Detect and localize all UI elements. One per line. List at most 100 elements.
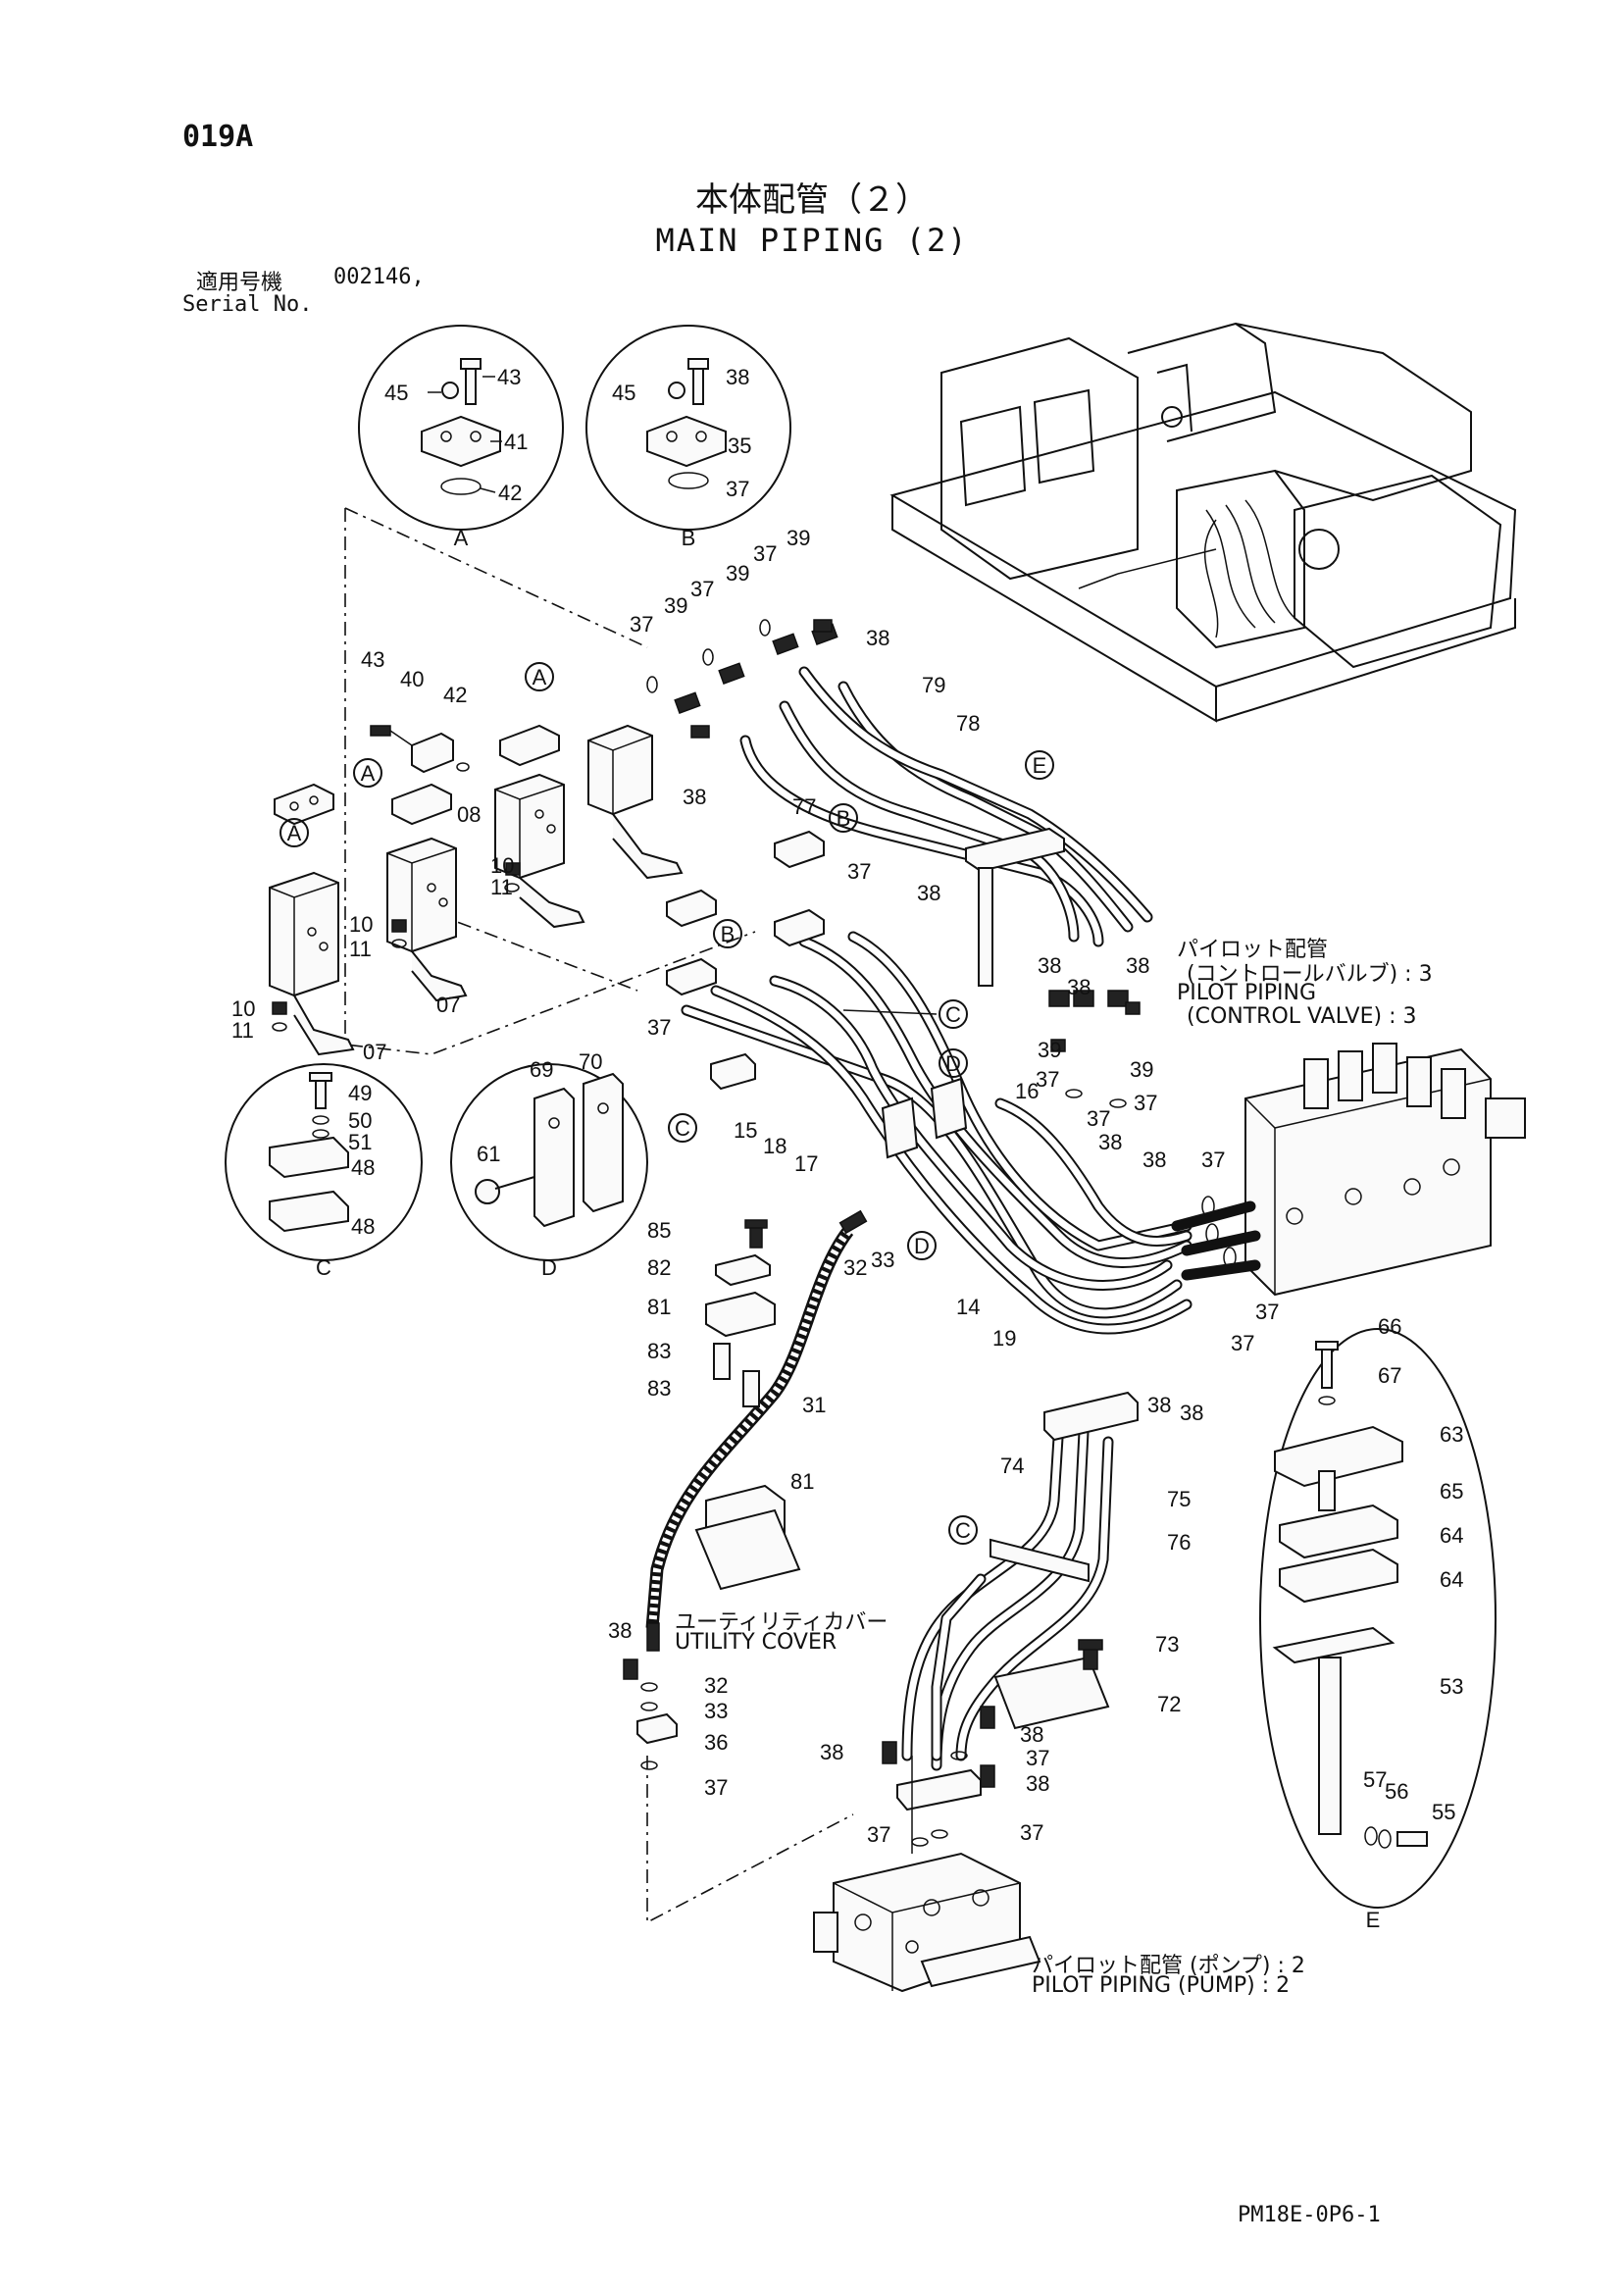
note-pilot-cv-en: PILOT PIPING bbox=[1177, 981, 1316, 1005]
part-number-37-top2: 37 bbox=[690, 577, 714, 601]
part-number-70: 70 bbox=[579, 1049, 602, 1074]
part-number-42: 42 bbox=[498, 481, 522, 505]
part-number-38-cv1: 38 bbox=[1038, 953, 1061, 978]
part-number-42-main: 42 bbox=[443, 683, 467, 707]
detail-label-e: E bbox=[1366, 1908, 1381, 1932]
part-number-38-cv2: 38 bbox=[1067, 975, 1091, 999]
detail-label-d: D bbox=[541, 1255, 557, 1280]
detail-label-c: C bbox=[316, 1255, 331, 1280]
part-number-38-top: 38 bbox=[866, 626, 889, 650]
part-number-37-mid: 37 bbox=[847, 859, 871, 884]
part-number-11: 11 bbox=[231, 1018, 254, 1043]
block-assembly-08: A 08 10 11 bbox=[457, 662, 585, 929]
part-number-15: 15 bbox=[734, 1118, 757, 1143]
part-number-37-b2: 37 bbox=[867, 1822, 890, 1847]
part-number-43: 43 bbox=[497, 365, 521, 389]
part-number-45: 45 bbox=[612, 381, 635, 405]
part-number-37-cv2: 37 bbox=[1087, 1106, 1110, 1131]
part-number-18: 18 bbox=[763, 1134, 787, 1158]
part-number-33-hose: 33 bbox=[871, 1248, 894, 1272]
detail-circle-e: 66 67 63 65 64 64 53 57 56 55 E bbox=[1259, 1314, 1497, 1932]
part-number-81: 81 bbox=[647, 1295, 671, 1319]
part-number-85: 85 bbox=[647, 1218, 671, 1243]
part-number-11c: 11 bbox=[490, 875, 513, 899]
part-number-37: 37 bbox=[726, 477, 749, 501]
part-number-38-top2: 38 bbox=[683, 785, 706, 809]
detail-ref-c-3: C bbox=[955, 1518, 971, 1543]
part-number-48b: 48 bbox=[351, 1214, 375, 1239]
detail-ref-a-3: A bbox=[533, 665, 547, 689]
part-number-81b: 81 bbox=[790, 1469, 814, 1494]
part-number-39-top3: 39 bbox=[787, 526, 810, 550]
part-number-38-cv7: 38 bbox=[1180, 1401, 1203, 1425]
part-number-37-b1: 37 bbox=[1026, 1746, 1049, 1770]
middle-b-tags: B B 37 38 37 bbox=[647, 803, 940, 1040]
part-number-82: 82 bbox=[647, 1255, 671, 1280]
part-number-17: 17 bbox=[794, 1151, 818, 1176]
part-number-63: 63 bbox=[1440, 1422, 1463, 1447]
part-number-67: 67 bbox=[1378, 1363, 1401, 1388]
part-number-37-top1: 37 bbox=[630, 612, 653, 637]
top-fittings: 37 39 37 39 37 39 38 38 bbox=[630, 526, 889, 809]
part-number-49: 49 bbox=[348, 1081, 372, 1105]
detail-ref-a: A bbox=[287, 821, 302, 845]
part-number-40: 40 bbox=[400, 667, 424, 691]
page-title: MAIN PIPING (2) bbox=[655, 222, 969, 259]
detail-ref-b-2: B bbox=[721, 922, 736, 946]
part-number-37-cv1: 37 bbox=[1036, 1067, 1059, 1092]
part-number-73: 73 bbox=[1155, 1632, 1179, 1657]
part-number-57: 57 bbox=[1363, 1767, 1387, 1792]
part-number-32-hose: 32 bbox=[843, 1255, 867, 1280]
part-number-32: 32 bbox=[704, 1673, 728, 1698]
page-title-japanese: 本体配管（２） bbox=[695, 180, 929, 220]
block-assembly-07: A 10 11 07 bbox=[231, 783, 386, 1064]
part-number-53: 53 bbox=[1440, 1674, 1463, 1699]
serial-label-japanese: 適用号機 bbox=[196, 271, 283, 295]
part-number-38: 38 bbox=[726, 365, 749, 389]
note-utility-cover-ja: ユーティリティカバー bbox=[675, 1610, 888, 1635]
note-pilot-pump-en: PILOT PIPING (PUMP) : 2 bbox=[1032, 1973, 1291, 1998]
lower-pipe-bundle: 74 75 76 bbox=[901, 1391, 1191, 1771]
note-pilot-cv-ja: パイロット配管 bbox=[1177, 938, 1329, 962]
part-number-38-b2: 38 bbox=[1020, 1722, 1043, 1747]
part-number-08: 08 bbox=[457, 802, 481, 827]
detail-circle-d: 61 69 70 D bbox=[450, 1049, 648, 1280]
part-number-72: 72 bbox=[1157, 1692, 1181, 1716]
part-number-48: 48 bbox=[351, 1155, 375, 1180]
serial-value: 002146, bbox=[333, 265, 425, 289]
part-number-37-mid2: 37 bbox=[647, 1015, 671, 1040]
part-number-11b: 11 bbox=[349, 937, 372, 961]
bottom-fittings: 38 38 37 38 37 37 bbox=[820, 1706, 1049, 1847]
detail-ref-c-1: C bbox=[675, 1116, 690, 1141]
detail-ref-b-1: B bbox=[837, 806, 851, 831]
part-number-10: 10 bbox=[231, 996, 255, 1021]
middle-clamps: C D D C bbox=[668, 999, 968, 1260]
part-number-55: 55 bbox=[1432, 1800, 1455, 1824]
part-number-50: 50 bbox=[348, 1108, 372, 1133]
detail-ref-a-2: A bbox=[361, 761, 376, 786]
detail-circle-a: 43 45 41 42 A bbox=[358, 325, 564, 550]
part-number-36: 36 bbox=[704, 1730, 728, 1755]
block-assembly-07b: A 10 11 07 bbox=[349, 758, 468, 1017]
part-number-83b: 83 bbox=[647, 1376, 671, 1401]
part-number-31: 31 bbox=[802, 1393, 826, 1417]
detail-label-b: B bbox=[682, 526, 696, 550]
part-number-38-cv3: 38 bbox=[1126, 953, 1149, 978]
block-assembly-right bbox=[587, 724, 684, 880]
part-number-56: 56 bbox=[1385, 1779, 1408, 1804]
detail-ref-c-2: C bbox=[945, 1002, 961, 1027]
pump-assembly bbox=[813, 1852, 1041, 1993]
note-pilot-cv-ja2: (コントロールバルブ) : 3 bbox=[1187, 962, 1433, 987]
part-number-07: 07 bbox=[363, 1040, 386, 1064]
block-assembly-40: 43 40 42 bbox=[361, 647, 470, 774]
part-number-38-b3: 38 bbox=[1026, 1771, 1049, 1796]
part-number-74: 74 bbox=[1000, 1454, 1024, 1478]
part-number-77: 77 bbox=[792, 794, 816, 819]
machine-overview-illustration bbox=[889, 322, 1517, 723]
part-number-45: 45 bbox=[384, 381, 408, 405]
part-number-39-cv2: 39 bbox=[1130, 1057, 1153, 1082]
control-valve-fittings: 38 38 38 39 39 37 37 37 38 38 37 37 37 3… bbox=[1036, 953, 1279, 1425]
bracket-72: 73 72 bbox=[993, 1632, 1181, 1730]
part-number-37-cv5: 37 bbox=[1255, 1300, 1279, 1324]
